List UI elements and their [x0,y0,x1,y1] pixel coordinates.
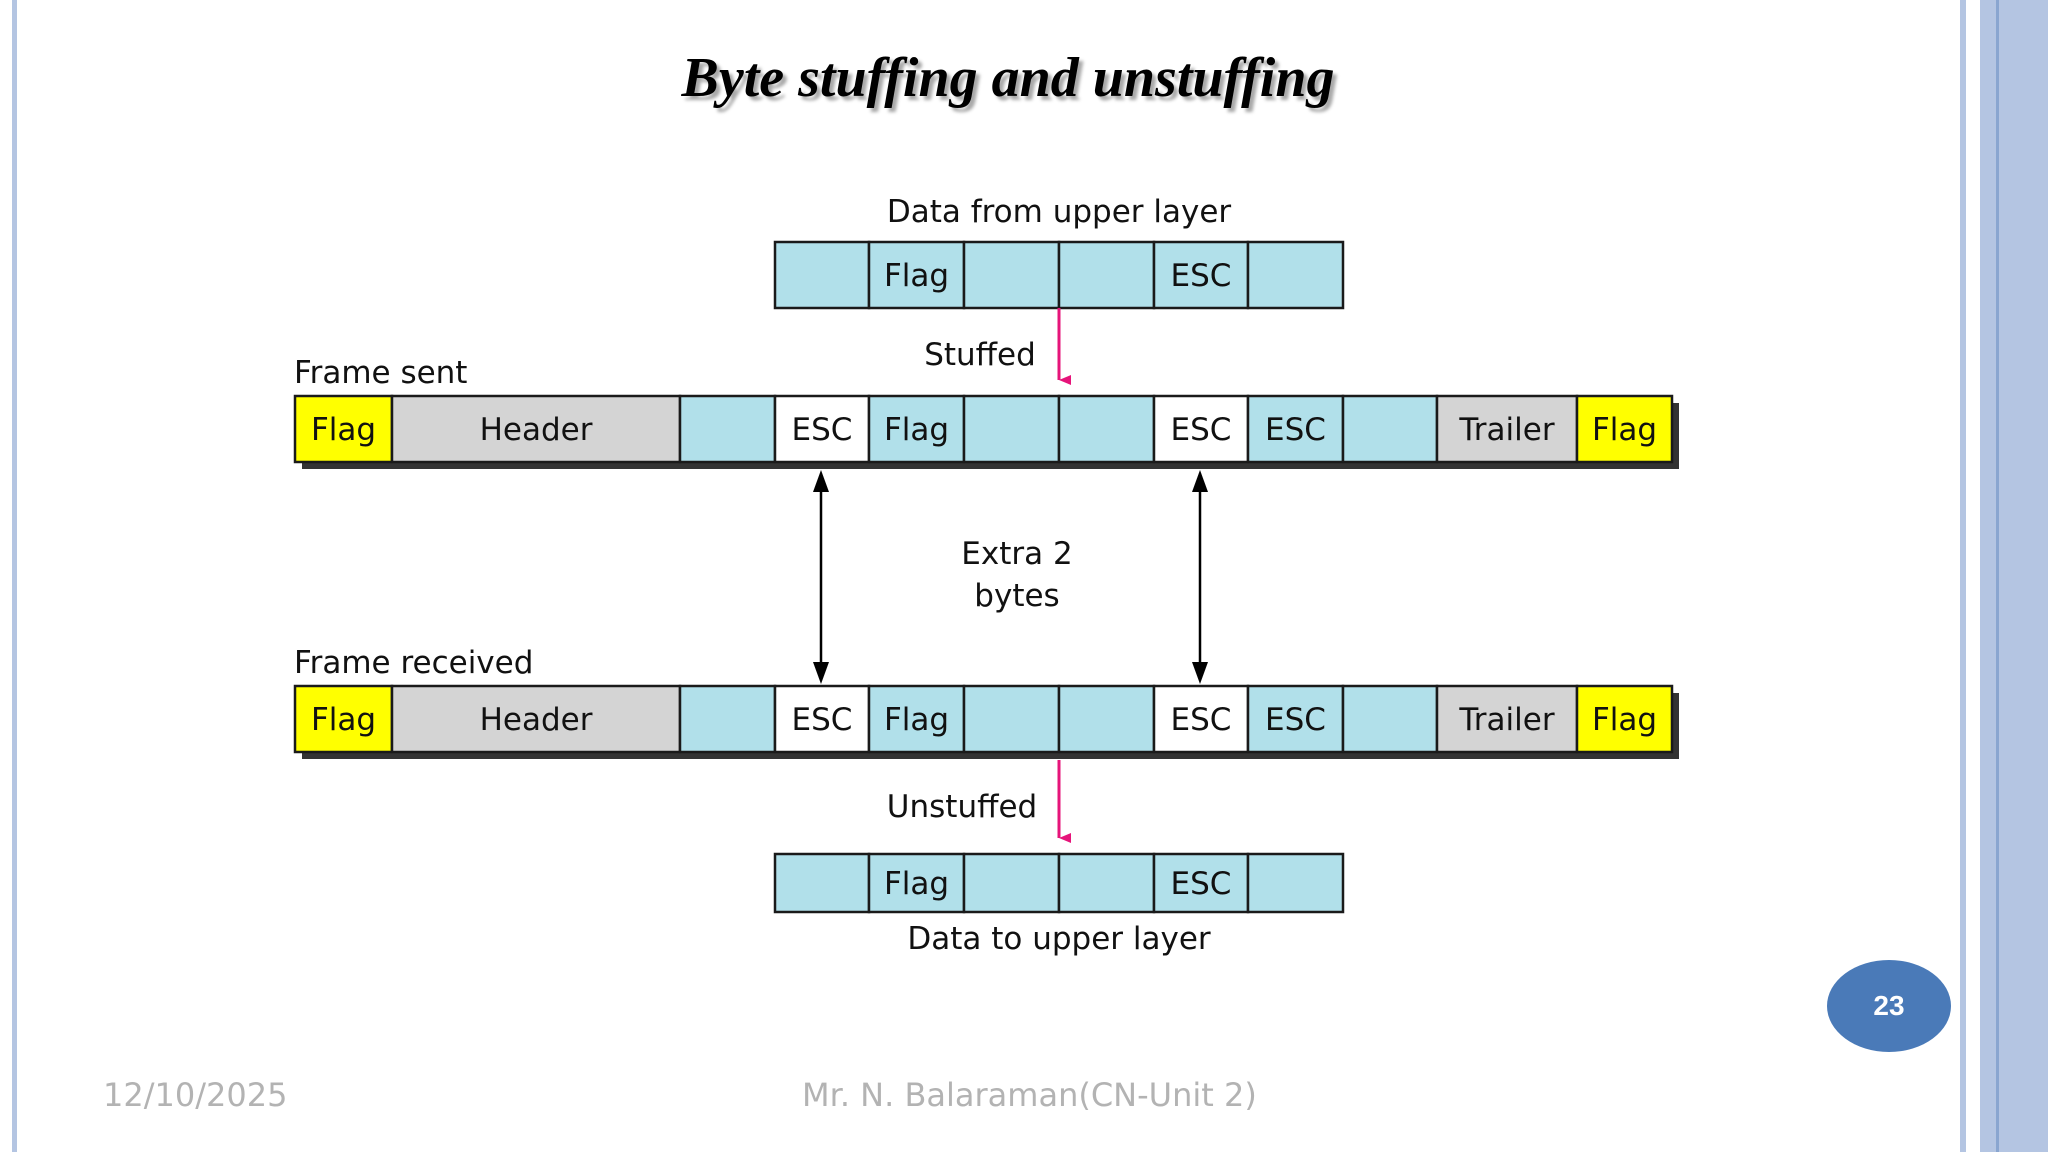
frame-sent-byte-cell [293,394,394,464]
frame-sent-row: Flag Header ESC Flag ESC ESC Trailer Flag [293,394,1679,469]
frame-received-byte-cell [1057,684,1156,754]
frame-sent-byte-label: Flag [311,412,376,448]
data-from-upper-byte-cell [1057,240,1156,310]
frame-received-byte-cell [678,684,777,754]
frame-sent-byte-cell [1246,394,1345,464]
frame-received-byte-label: Flag [1592,702,1657,738]
extra-bytes-label-line2: bytes [974,578,1059,614]
unstuffed-label: Unstuffed [887,789,1037,825]
frame-sent-byte-cell [390,394,682,464]
frame-sent-byte-label: Trailer [1458,412,1554,448]
frame-sent-byte-label: ESC [1265,412,1326,448]
data-from-upper-byte-cell [1152,240,1250,310]
frame-sent-byte-cell [1341,394,1439,464]
frame-sent-byte-cell [1057,394,1156,464]
data-to-upper-byte-cell [1246,852,1345,914]
frame-sent-byte-label: Flag [1592,412,1657,448]
data-from-upper-byte-cell [1246,240,1345,310]
frame-received-byte-cell [1575,684,1674,754]
frame-received-byte-label: ESC [1265,702,1326,738]
right-decor-bar [1980,0,2048,1152]
frame-sent-byte-label: Header [480,412,593,448]
data-from-upper-byte-cell [773,240,871,310]
data-to-upper-byte-label: Flag [884,866,949,902]
frame-sent-label: Frame sent [294,355,467,391]
frame-received-byte-label: ESC [792,702,853,738]
page-number-badge: 23 [1827,960,1951,1052]
data-from-upper-row: Flag ESC [773,240,1345,310]
frame-received-byte-cell [293,684,394,754]
frame-received-byte-cell [773,684,871,754]
data-from-upper-byte-cell [867,240,966,310]
data-from-upper-byte-cell [962,240,1061,310]
frame-received-byte-cell [1341,684,1439,754]
extra-bytes-label-line1: Extra 2 [961,536,1072,572]
data-from-upper-label: Data from upper layer [887,194,1232,230]
extra-byte-arrow-right [1192,470,1208,684]
frame-received-byte-cell [867,684,966,754]
frame-sent-byte-cell [773,394,871,464]
data-to-upper-byte-cell [773,852,871,914]
data-to-upper-byte-label: ESC [1171,866,1232,902]
frame-received-label: Frame received [294,645,533,681]
extra-byte-arrow-left [813,470,829,684]
data-from-upper-byte-label: ESC [1171,258,1232,294]
frame-sent-byte-cell [1152,394,1250,464]
data-to-upper-byte-cell [1057,852,1156,914]
slide-date: 12/10/2025 [103,1076,288,1114]
frame-sent-byte-label: Flag [884,412,949,448]
frame-received-byte-label: ESC [1171,702,1232,738]
frame-sent-byte-cell [678,394,777,464]
data-from-upper-byte-label: Flag [884,258,949,294]
data-to-upper-label: Data to upper layer [907,921,1211,957]
data-to-upper-byte-cell [867,852,966,914]
data-to-upper-byte-cell [1152,852,1250,914]
frame-received-byte-label: Header [480,702,593,738]
frame-received-byte-cell [1435,684,1579,754]
frame-received-byte-label: Flag [311,702,376,738]
frame-sent-byte-cell [1435,394,1579,464]
slide-footer: Mr. N. Balaraman(CN-Unit 2) [802,1076,1257,1114]
frame-received-byte-label: Flag [884,702,949,738]
frame-sent-byte-cell [1575,394,1674,464]
frame-sent-byte-label: ESC [792,412,853,448]
frame-received-byte-cell [1246,684,1345,754]
frame-sent-byte-cell [867,394,966,464]
data-to-upper-row: Flag ESC [773,852,1345,914]
right-decor-stripe [1996,0,1999,1152]
right-border-line [1960,0,1966,1152]
frame-sent-byte-cell [962,394,1061,464]
frame-sent-byte-label: ESC [1171,412,1232,448]
frame-received-row: Flag Header ESC Flag ESC ESC Trailer Flag [293,684,1679,759]
data-to-upper-byte-cell [962,852,1061,914]
left-border-line [12,0,17,1152]
frame-received-byte-label: Trailer [1458,702,1554,738]
frame-received-byte-cell [962,684,1061,754]
stuffed-label: Stuffed [924,337,1036,373]
slide-title: Byte stuffing and unstuffing [681,47,1335,109]
